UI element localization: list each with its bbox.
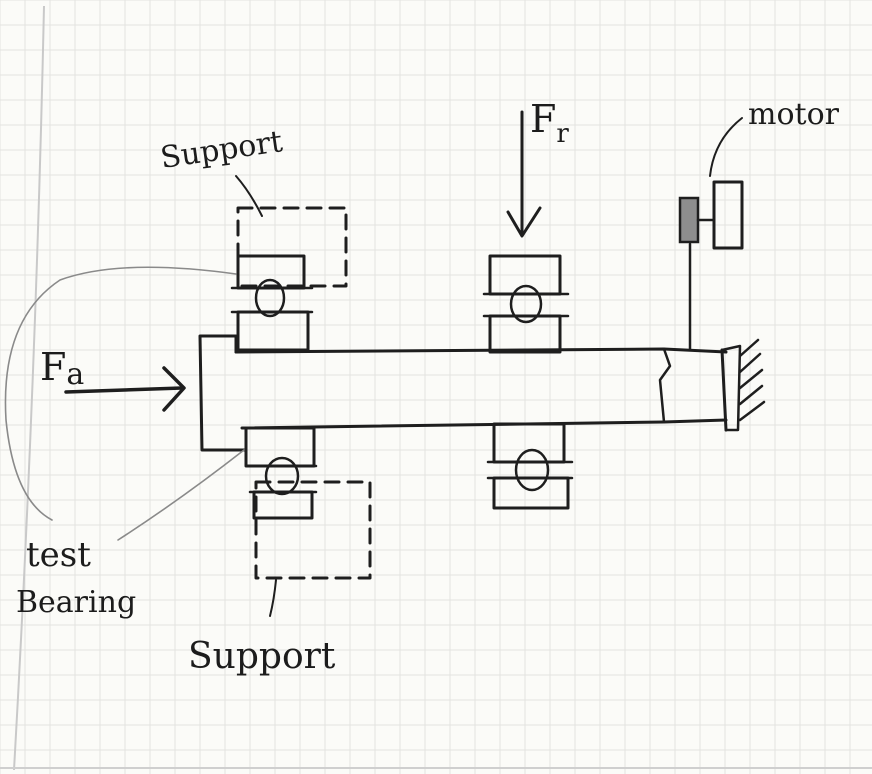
- support-bottom-label: Support: [188, 636, 336, 677]
- motor-coupling: [680, 198, 698, 242]
- motor-label: motor: [748, 97, 840, 132]
- test-bearing-label-line1: test: [26, 535, 91, 575]
- test-bearing-label-line2: Bearing: [16, 585, 136, 620]
